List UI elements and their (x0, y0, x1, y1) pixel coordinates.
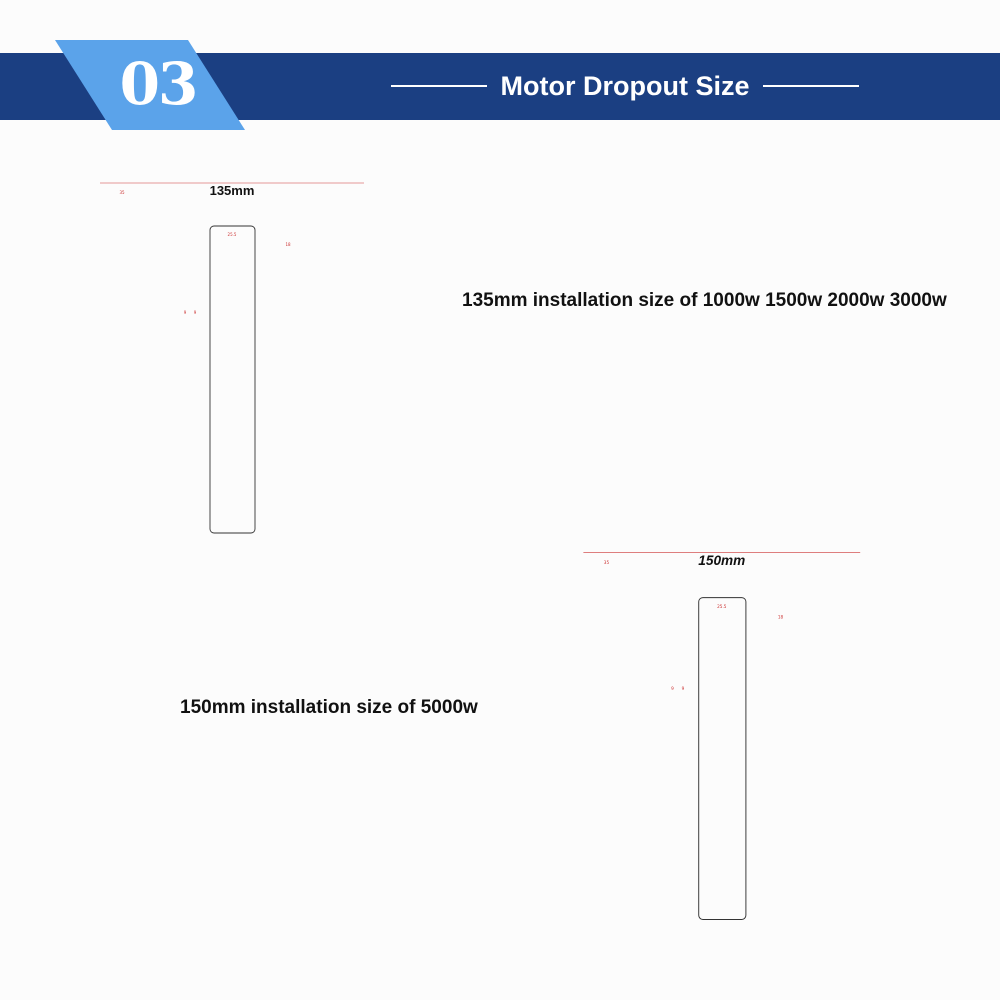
caption-135mm: 135mm installation size of 1000w 1500w 2… (462, 290, 947, 311)
overall-width-label: 150mm (698, 553, 745, 568)
title-rule-right (763, 85, 860, 87)
rim-dim-label: 25.5 (228, 232, 237, 237)
axle-dim-label: 35 (119, 190, 125, 195)
collar-dim-b: 9 (194, 310, 197, 315)
axle-dim-label: 35 (604, 560, 610, 565)
title-rule-left (390, 85, 487, 87)
section-number: 03 (119, 50, 199, 118)
motor-outline (100, 182, 364, 534)
overall-width-label: 135mm (210, 183, 255, 198)
section-title: Motor Dropout Size (360, 68, 890, 104)
section-title-text: Motor Dropout Size (500, 70, 750, 101)
cable-dim-label: 18 (778, 615, 784, 620)
motor-drawing-135mm: 135mm 35 25.5 18 9 9 (100, 182, 364, 534)
caption-150mm: 150mm installation size of 5000w (180, 697, 478, 718)
collar-dim-a: 9 (184, 310, 187, 315)
collar-dim-b: 9 (682, 686, 685, 691)
motor-outline (583, 552, 861, 920)
cable-dim-label: 18 (285, 242, 291, 247)
rim-dim-label: 25.5 (717, 604, 727, 609)
motor-drawing-150mm: 150mm 35 25.5 18 9 9 (583, 552, 861, 920)
collar-dim-a: 9 (671, 686, 674, 691)
